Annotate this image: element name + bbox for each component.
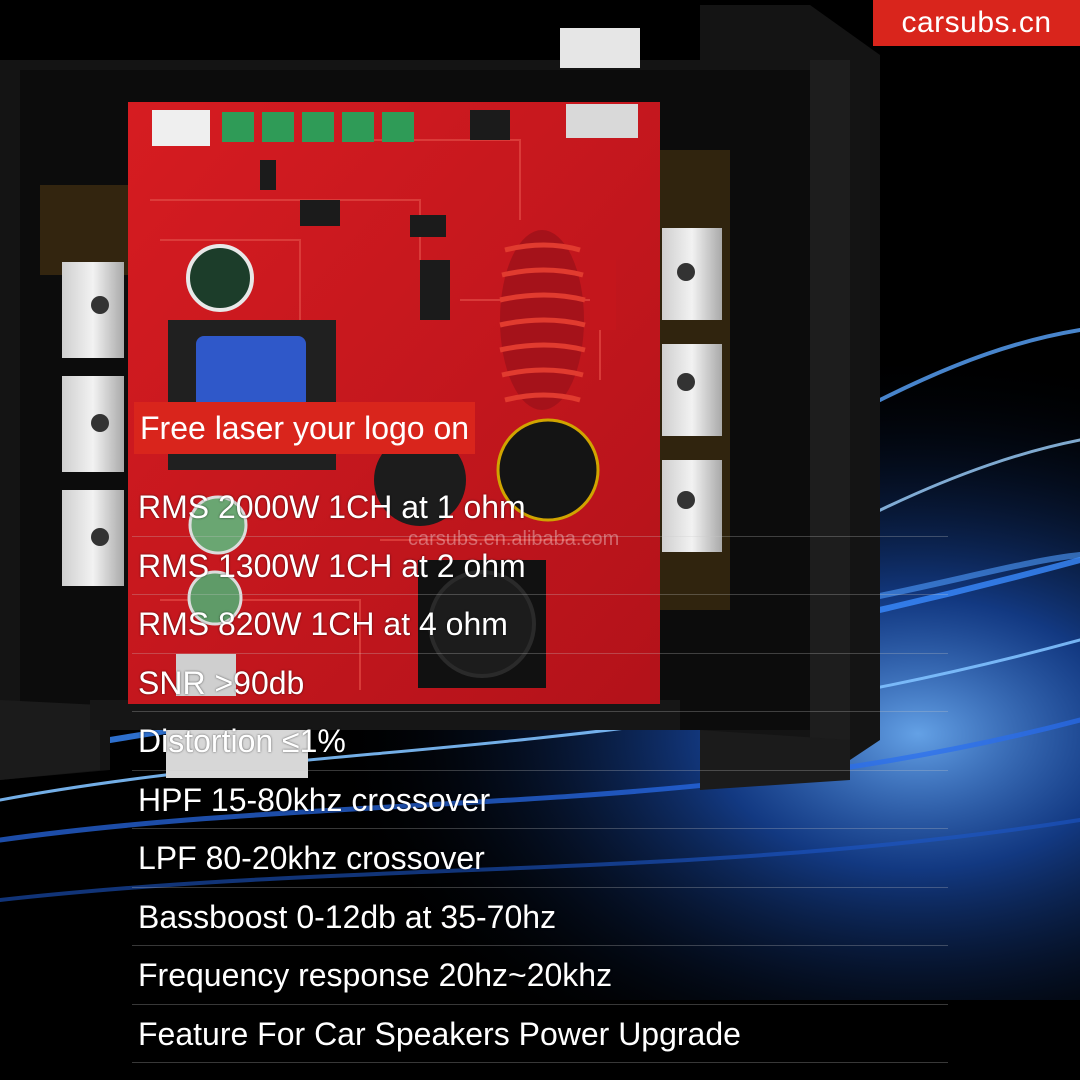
- spec-item: Distortion ≤1%: [132, 712, 948, 771]
- watermark-text: carsubs.en.alibaba.com: [408, 528, 620, 550]
- promo-banner: Free laser your logo on: [134, 402, 476, 454]
- brand-logo: carsubs.cn: [901, 6, 1052, 39]
- spec-item: RMS 1300W 1CH at 2 ohm: [132, 537, 948, 595]
- spec-item: HPF 15-80khz crossover: [132, 771, 948, 829]
- spec-item: RMS 2000W 1CH at 1 ohm: [132, 478, 948, 537]
- spec-item: Feature For Car Speakers Power Upgrade: [132, 1005, 948, 1063]
- spec-item: RMS 820W 1CH at 4 ohm: [132, 595, 948, 654]
- spec-item: LPF 80-20khz crossover: [132, 829, 948, 888]
- spec-item: Bassboost 0-12db at 35-70hz: [132, 888, 948, 946]
- spec-item: Frequency response 20hz~20khz: [132, 946, 948, 1005]
- spec-list: RMS 2000W 1CH at 1 ohm RMS 1300W 1CH at …: [132, 478, 948, 1063]
- spec-item: SNR >90db: [132, 654, 948, 712]
- brand-badge-background: [873, 0, 1080, 46]
